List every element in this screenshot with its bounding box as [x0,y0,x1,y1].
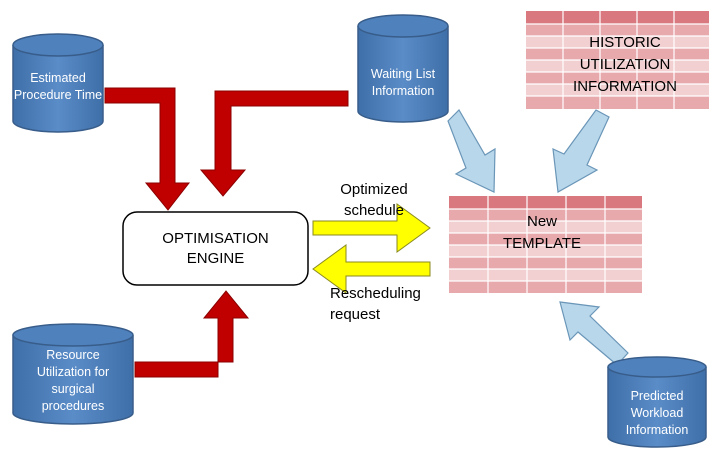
yellow-arrow-optimized-schedule [312,203,431,253]
red-arrow-waiting-list [199,90,349,197]
blue-arrow-historic [552,109,610,193]
cylinder-predicted-workload [607,356,707,448]
red-arrow-resource-utilization [134,290,250,378]
optimisation-engine-box [122,211,309,286]
label-rescheduling-request: Rescheduling request [330,285,421,323]
label-estimated-procedure-time: Estimated Procedure Time [13,71,103,102]
label-historic-utilization-information: HISTORIC UTILIZATION INFORMATION [573,34,677,95]
label-new-template: New TEMPLATE [502,213,582,252]
new-template-table [449,196,642,293]
label-waiting-list-information: Waiting List Information [370,67,436,98]
blue-arrow-predicted-workload [559,301,629,366]
label-optimisation-engine: OPTIMISATION ENGINE [162,230,269,267]
cylinder-resource-utilization [12,323,134,425]
historic-utilization-table [526,11,709,109]
yellow-arrow-rescheduling-request [312,244,431,294]
label-optimized-schedule: Optimized schedule [340,181,408,219]
blue-arrow-waiting-list [447,109,496,193]
cylinder-waiting-list [357,14,449,123]
red-arrow-procedure-time [104,87,191,211]
cylinder-estimated-procedure-time [12,33,104,133]
label-resource-utilization: Resource Utilization for surgical proced… [36,348,110,413]
label-predicted-workload-information: Predicted Workload Information [625,389,689,437]
